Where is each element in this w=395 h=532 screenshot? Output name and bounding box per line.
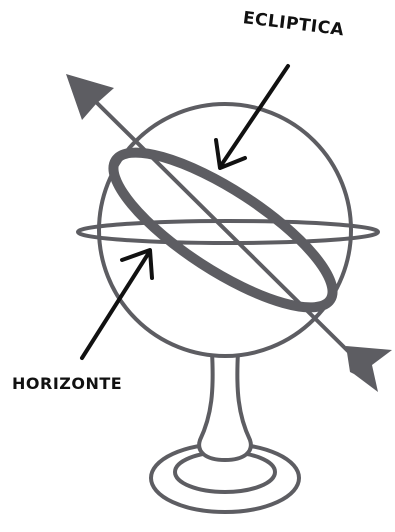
stand-stem	[199, 352, 251, 460]
axis-fletching-icon	[346, 346, 392, 392]
horizonte-label: HORIZONTE	[12, 374, 122, 393]
